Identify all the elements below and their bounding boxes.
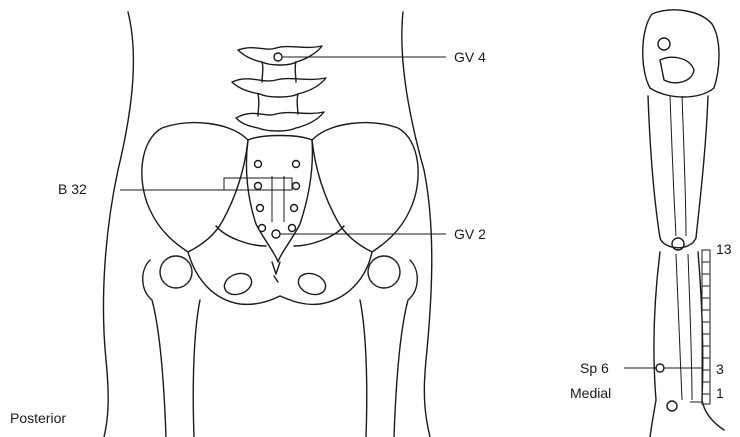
leg-drawing <box>624 10 724 437</box>
sp6-point <box>656 364 664 372</box>
gv2-label: GV 2 <box>454 226 486 242</box>
gv4-point <box>274 53 282 61</box>
scale-3-label: 3 <box>716 361 724 377</box>
gv2-point <box>272 230 280 238</box>
scale-13-label: 13 <box>716 241 732 257</box>
posterior-label: Posterior <box>10 410 66 426</box>
gv4-label: GV 4 <box>454 49 486 65</box>
medial-label: Medial <box>570 385 611 401</box>
b32-label: B 32 <box>58 181 87 197</box>
pelvis-drawing <box>103 12 446 437</box>
sp6-label: Sp 6 <box>580 360 609 376</box>
scale-1-label: 1 <box>716 385 724 401</box>
